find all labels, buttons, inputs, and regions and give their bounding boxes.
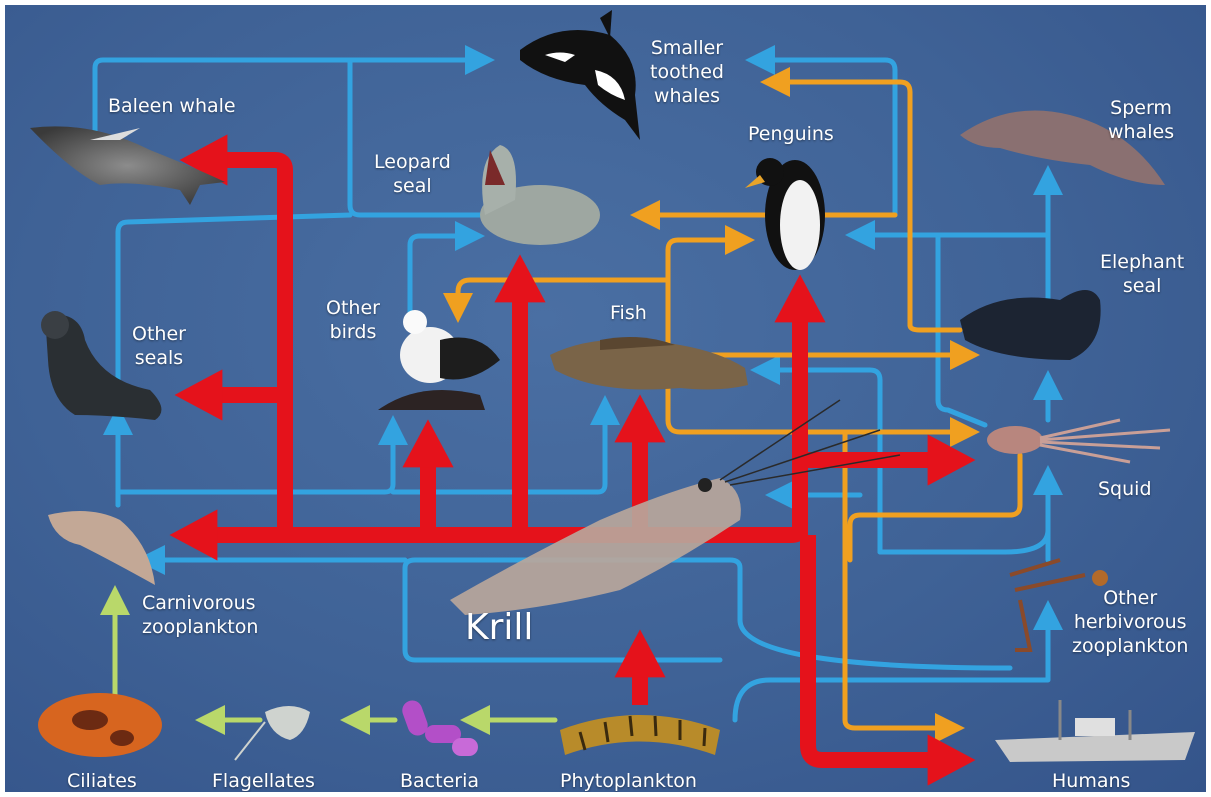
leopard-seal-image bbox=[480, 145, 600, 245]
label-other-seals: Other seals bbox=[132, 322, 186, 370]
label-sperm-whales: Sperm whales bbox=[1108, 96, 1174, 144]
label-penguins: Penguins bbox=[748, 123, 834, 146]
label-krill: Krill bbox=[465, 608, 533, 648]
krill-flow-arrows bbox=[195, 160, 950, 760]
carnivorous-zooplankton-image bbox=[48, 511, 155, 585]
fish-image bbox=[550, 337, 748, 390]
flagellate-image bbox=[235, 706, 310, 760]
label-leopard-seal: Leopard seal bbox=[374, 150, 451, 198]
label-other-herbivorous-zooplankton: Other herbivorous zooplankton bbox=[1072, 586, 1188, 658]
baleen-whale-image bbox=[30, 126, 225, 205]
squid-image bbox=[987, 420, 1170, 462]
label-flagellates: Flagellates bbox=[212, 770, 315, 793]
label-baleen-whale: Baleen whale bbox=[108, 95, 236, 118]
orca-image bbox=[520, 10, 640, 140]
label-humans: Humans bbox=[1052, 770, 1130, 793]
label-phytoplankton: Phytoplankton bbox=[560, 770, 697, 793]
ciliate-image bbox=[38, 693, 162, 757]
albatross-image bbox=[378, 310, 500, 410]
label-elephant-seal: Elephant seal bbox=[1100, 250, 1184, 298]
label-fish: Fish bbox=[610, 302, 647, 325]
label-smaller-toothed-whales: Smaller toothed whales bbox=[650, 36, 724, 108]
label-squid: Squid bbox=[1098, 478, 1152, 501]
orange-flow-arrows bbox=[458, 82, 1020, 728]
label-carnivorous-zooplankton: Carnivorous zooplankton bbox=[142, 591, 258, 639]
bacteria-image bbox=[399, 698, 478, 756]
label-bacteria: Bacteria bbox=[400, 770, 479, 793]
phytoplankton-image bbox=[560, 715, 720, 755]
ship-image bbox=[995, 700, 1195, 762]
elephant-seal-image bbox=[960, 290, 1101, 360]
label-other-birds: Other birds bbox=[326, 296, 380, 344]
label-ciliates: Ciliates bbox=[67, 770, 137, 793]
